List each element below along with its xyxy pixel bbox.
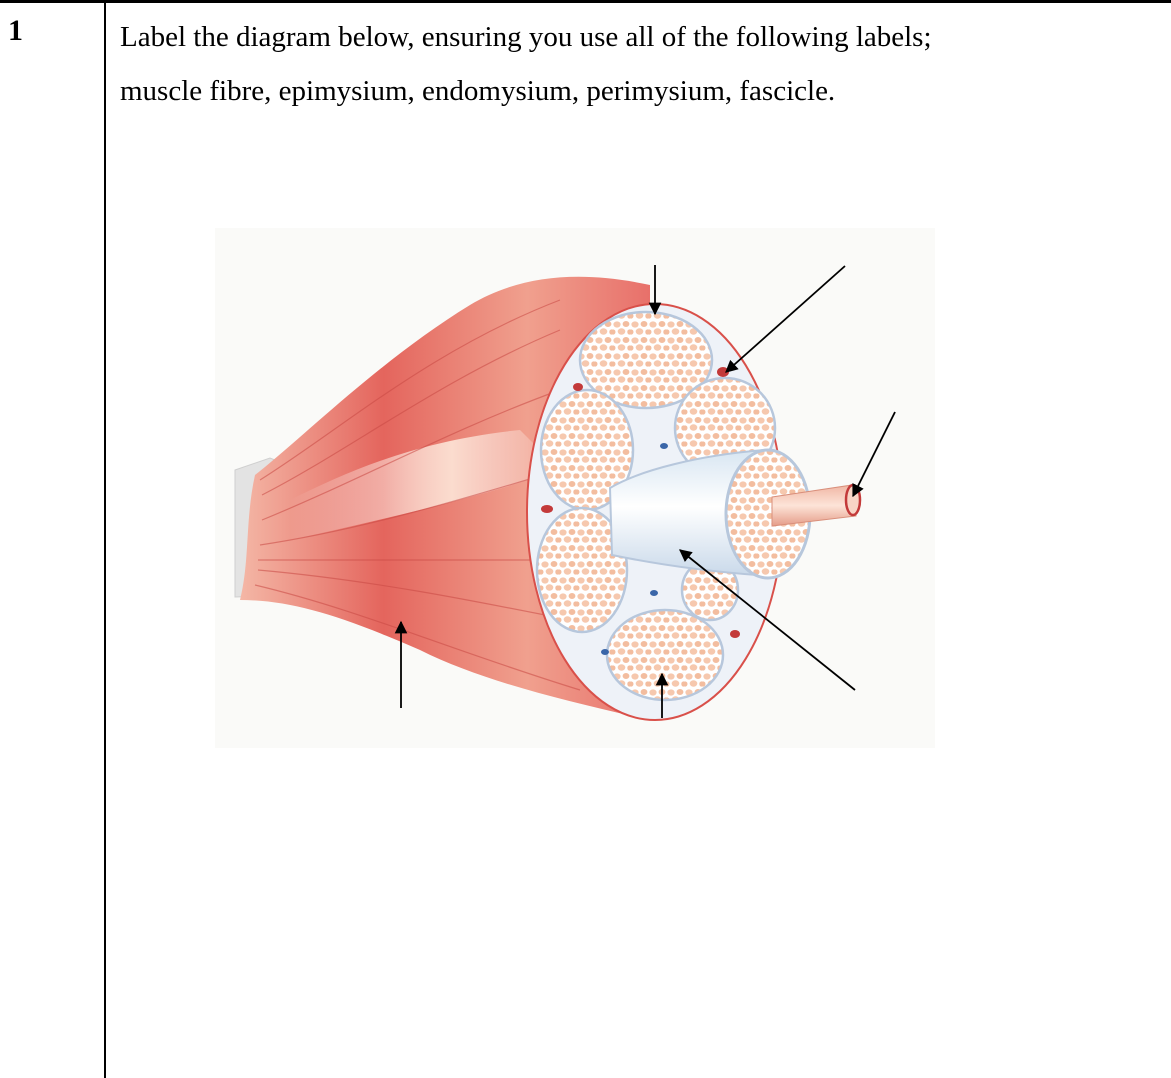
table-column-divider [104, 0, 106, 1078]
question-line-2: muscle fibre, epimysium, endomysium, per… [120, 64, 1160, 118]
muscle-diagram [115, 215, 955, 775]
question-text: Label the diagram below, ensuring you us… [120, 10, 1160, 118]
table-top-border [0, 0, 1171, 3]
question-line-1: Label the diagram below, ensuring you us… [120, 10, 1160, 64]
question-number: 1 [8, 14, 23, 48]
muscle-fibre-end [846, 485, 860, 515]
